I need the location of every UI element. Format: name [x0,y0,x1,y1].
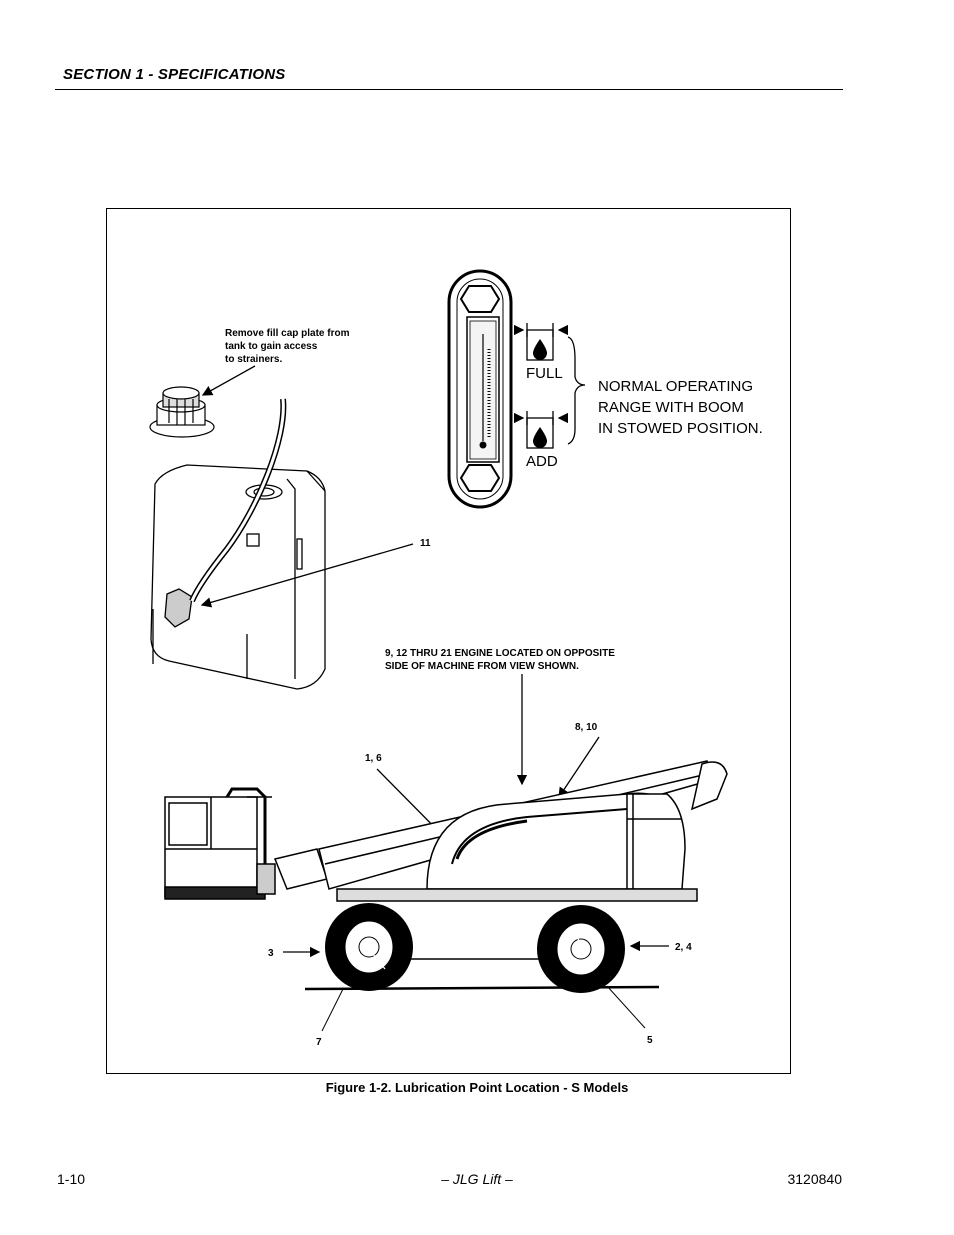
gauge-range-line1: NORMAL OPERATING [598,378,753,395]
callout-point-3: 3 [268,948,274,959]
sight-gauge-illustration [447,269,513,509]
gauge-full-label: FULL [526,365,563,382]
figure-frame: Remove fill cap plate from tank to gain … [106,208,791,1074]
callout-point-11: 11 [420,538,431,549]
lubrication-diagram: Remove fill cap plate from tank to gain … [149,269,763,1048]
callout-fill-cap-line2: tank to gain access [225,341,318,352]
figure-caption: Figure 1-2. Lubrication Point Location -… [325,1080,629,1095]
callout-point-7: 7 [316,1037,322,1048]
section-header: SECTION 1 - SPECIFICATIONS [63,66,286,83]
gauge-range-line2: RANGE WITH BOOM [598,399,744,416]
document-number: 3120840 [787,1171,842,1187]
callout-fill-cap-line1: Remove fill cap plate from [225,328,350,339]
footer-brand: – JLG Lift – [441,1171,513,1187]
oil-drop-icon-full [533,339,547,360]
callout-point-2-4: 2, 4 [675,942,692,953]
front-wheel [325,903,413,991]
gauge-range-line3: IN STOWED POSITION. [598,420,763,437]
callout-point-8-10: 8, 10 [575,722,598,733]
gauge-level-markers [513,323,586,449]
callout-engine-line1: 9, 12 THRU 21 ENGINE LOCATED ON OPPOSITE [385,648,615,659]
gauge-add-label: ADD [526,453,558,470]
callout-fill-cap-line3: to strainers. [225,354,282,365]
boom-lift-illustration [164,760,728,991]
callout-point-5: 5 [647,1035,653,1046]
page-number: 1-10 [57,1171,86,1187]
oil-drop-icon-add [533,427,547,448]
fill-cap-illustration [149,386,215,438]
callout-point-1-6: 1, 6 [365,753,382,764]
header-divider [55,89,843,90]
callout-engine-line2: SIDE OF MACHINE FROM VIEW SHOWN. [385,661,579,672]
